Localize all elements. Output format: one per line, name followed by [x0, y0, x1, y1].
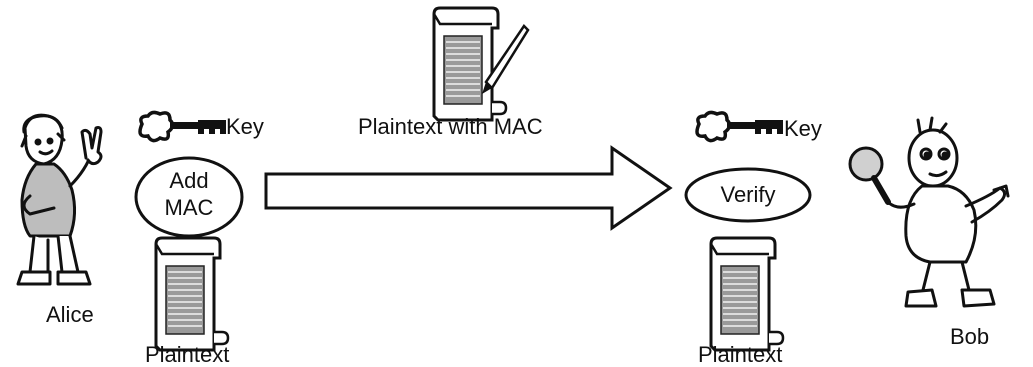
- bob-name: Bob: [950, 324, 990, 349]
- alice-figure-icon: [16, 113, 103, 286]
- add-mac-label: Add MAC: [164, 168, 214, 220]
- transfer-arrow-icon: [264, 145, 673, 231]
- add-mac-ellipse: [134, 156, 244, 238]
- sender-key-label: Key: [226, 114, 264, 139]
- receiver-plaintext-document-icon: [709, 236, 785, 352]
- signed-document-icon: [432, 6, 530, 122]
- sender-plaintext-document-icon: [154, 236, 230, 352]
- verify-ellipse: [684, 167, 812, 223]
- sender-key-icon: [138, 110, 228, 143]
- bob-figure-icon: [848, 116, 1010, 308]
- receiver-key-icon: [695, 110, 785, 143]
- sender-plaintext-label: Plaintext: [145, 342, 230, 367]
- verify-label: Verify: [720, 182, 776, 207]
- receiver-plaintext-label: Plaintext: [698, 342, 783, 367]
- alice-name: Alice: [46, 302, 94, 327]
- message-label: Plaintext with MAC: [358, 114, 543, 139]
- receiver-key-label: Key: [784, 116, 822, 141]
